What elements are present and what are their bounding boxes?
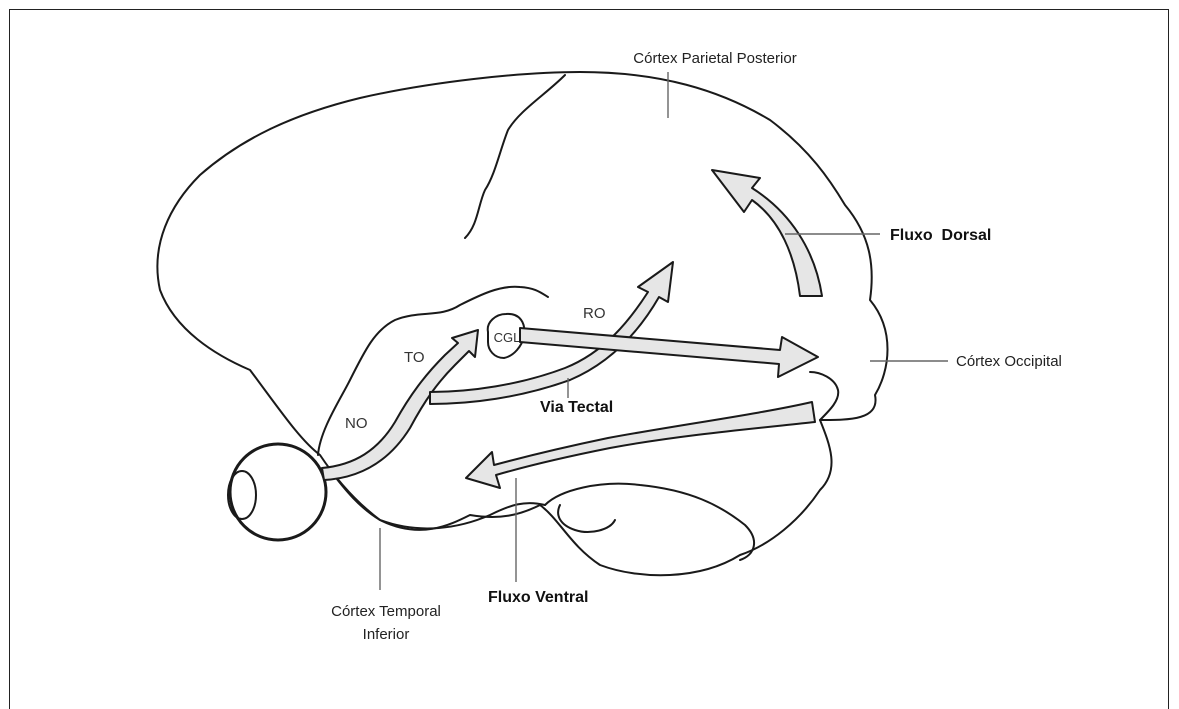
- cgl-nucleus: CGL: [488, 314, 525, 358]
- temporal-label-line2: Inferior: [363, 626, 410, 643]
- eye: [228, 444, 326, 540]
- dorsal-stream-label: Fluxo Dorsal: [890, 227, 991, 244]
- cgl-label: CGL: [494, 330, 521, 345]
- to-label: TO: [404, 349, 425, 366]
- cerebellum-outline: [545, 484, 754, 560]
- ro-label: RO: [583, 305, 606, 322]
- eyeball: [230, 444, 326, 540]
- temporal-lobe-lower-edge: [330, 470, 545, 528]
- tectal-label: Via Tectal: [540, 399, 613, 416]
- central-sulcus: [465, 75, 565, 238]
- ventral-stream-label: Fluxo Ventral: [488, 589, 588, 606]
- eye-lens: [228, 471, 256, 519]
- no-label: NO: [345, 415, 368, 432]
- optic-pathway-arrow: [322, 330, 478, 480]
- temporal-label-line1: Córtex Temporal: [331, 603, 441, 620]
- parietal-label: Córtex Parietal Posterior: [633, 50, 796, 67]
- occipital-label: Córtex Occipital: [956, 353, 1062, 370]
- ventral-stream-arrow: [466, 402, 815, 488]
- dorsal-stream-arrow: [712, 170, 822, 296]
